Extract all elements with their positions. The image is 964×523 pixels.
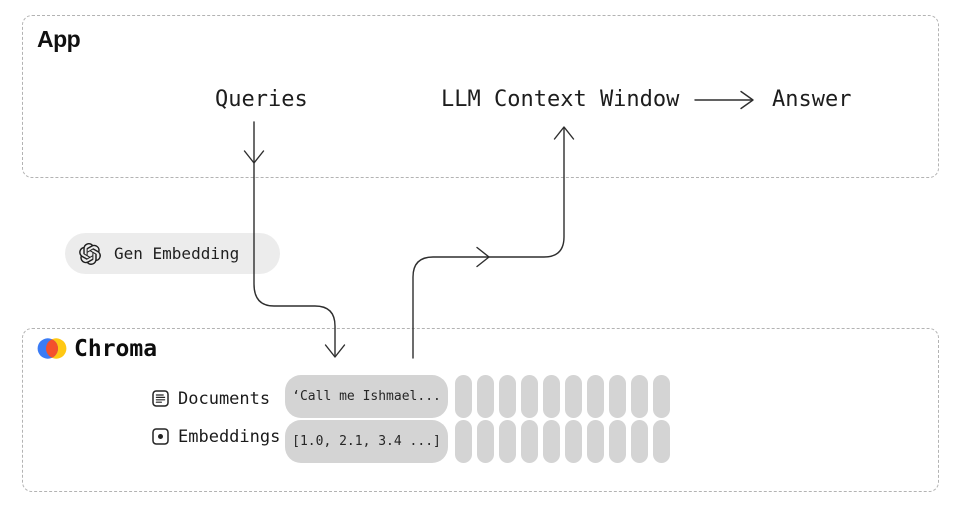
vector-bar [587,420,604,463]
queries-label: Queries [215,87,308,112]
bar-column [565,375,582,463]
bar-column [587,375,604,463]
bar-column [521,375,538,463]
gen-embedding-label: Gen Embedding [114,244,240,263]
chroma-header: Chroma [37,335,157,362]
chroma-logo-icon [37,338,67,359]
vector-bar [455,375,472,418]
vector-bar [455,420,472,463]
vector-bar [543,375,560,418]
vector-bar [521,375,538,418]
llm-context-window-label: LLM Context Window [441,87,680,112]
vector-bar [543,420,560,463]
vector-bar [653,420,670,463]
embedding-bars [455,375,670,463]
app-box-label: App [37,26,81,52]
bar-column [477,375,494,463]
vector-bar [609,420,626,463]
documents-label: Documents [178,389,271,409]
vector-bar [521,420,538,463]
vector-bar [499,420,516,463]
chroma-title: Chroma [74,335,158,362]
bar-column [653,375,670,463]
vector-bar [587,375,604,418]
embedding-dot-icon [152,428,169,445]
vector-bar [477,375,494,418]
vector-bar [565,375,582,418]
vector-bar [499,375,516,418]
vector-bar [565,420,582,463]
vector-bar [631,375,648,418]
vector-bar [609,375,626,418]
openai-logo-icon [79,242,101,265]
embeddings-label: Embeddings [178,427,281,447]
bar-column [499,375,516,463]
documents-value-pill: ‘Call me Ishmael... [285,375,448,418]
answer-label: Answer [772,87,852,112]
bar-column [631,375,648,463]
vector-bar [631,420,648,463]
vector-bar [477,420,494,463]
vector-bar [653,375,670,418]
embeddings-value-pill: [1.0, 2.1, 3.4 ...] [285,420,448,463]
retrieval-arrowhead-mid [476,246,490,268]
gen-embedding-pill: Gen Embedding [65,233,280,274]
bar-column [609,375,626,463]
bar-column [455,375,472,463]
bar-column [543,375,560,463]
document-icon [152,390,169,407]
